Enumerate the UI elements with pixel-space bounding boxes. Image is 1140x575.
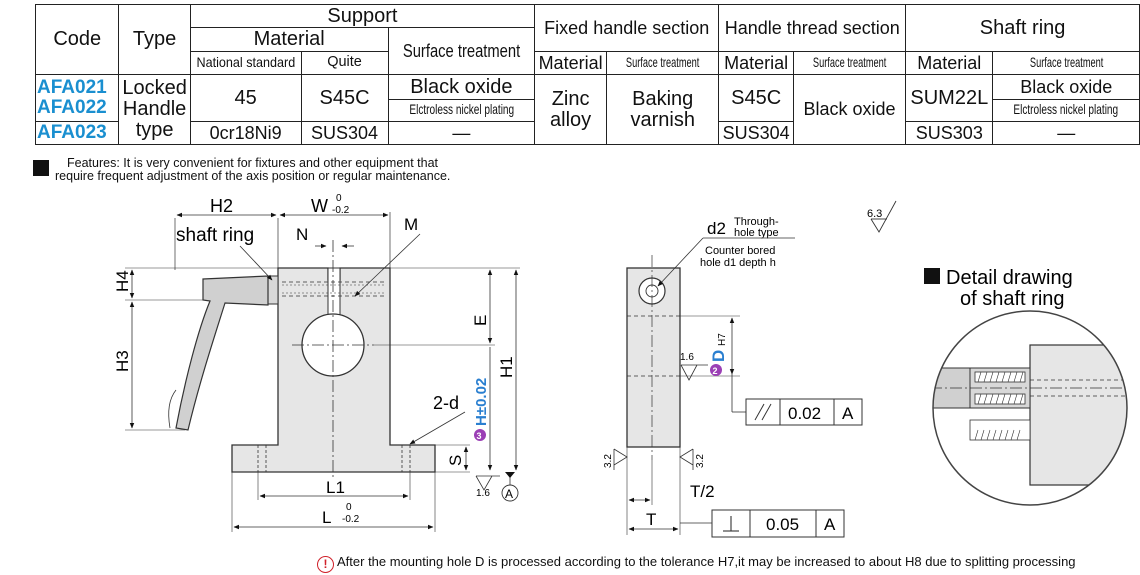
- warning-circle-icon: !: [317, 556, 334, 573]
- svg-text:1.6: 1.6: [680, 352, 694, 363]
- row2-ring-surface: —: [992, 121, 1140, 145]
- svg-text:D: D: [709, 350, 728, 362]
- header-fixed-handle: Fixed handle section: [534, 4, 720, 52]
- side-view: d2 Through- hole type Counter bored hole…: [603, 200, 897, 538]
- ring-material-value: SUM22L: [905, 74, 994, 122]
- row2-quite: SUS304: [300, 121, 389, 145]
- processing-note-text: After the mounting hole D is processed a…: [337, 554, 1076, 569]
- svg-text:H3: H3: [113, 350, 132, 372]
- svg-text:d2: d2: [707, 219, 726, 238]
- header-shaft-ring: Shaft ring: [905, 4, 1140, 52]
- row1-surface-b: Elctroless nickel plating: [387, 99, 536, 122]
- row1-national: 45: [189, 74, 302, 122]
- bullet-square-icon: [33, 160, 49, 176]
- svg-text:0.05: 0.05: [766, 515, 799, 534]
- header-surface: Surface treatment: [387, 27, 536, 75]
- svg-text:3: 3: [477, 431, 482, 441]
- ring-material-header: Material: [905, 51, 994, 75]
- svg-text:E: E: [471, 315, 490, 326]
- header-national: National standard: [189, 51, 302, 75]
- svg-text:H±0.02: H±0.02: [473, 378, 490, 426]
- code-cell: AFA021 AFA022: [34, 74, 120, 122]
- row2-ring-material: SUS303: [905, 121, 994, 145]
- svg-text:A: A: [824, 515, 836, 534]
- svg-text:2-d: 2-d: [433, 393, 459, 413]
- thread-surface-header: Surface treatment: [792, 51, 907, 75]
- svg-text:S: S: [446, 455, 465, 466]
- ring-surface-header: Surface treatment: [992, 51, 1140, 75]
- svg-text:shaft ring: shaft ring: [176, 225, 254, 246]
- svg-text:0.02: 0.02: [788, 404, 821, 423]
- row2-surface: —: [387, 121, 536, 145]
- row2-thread-material: SUS304: [718, 121, 794, 145]
- features-line-2: require frequent adjustment of the axis …: [55, 169, 451, 183]
- svg-text:Through-: Through-: [734, 216, 779, 228]
- svg-text:A: A: [842, 404, 854, 423]
- svg-text:3.2: 3.2: [695, 454, 706, 468]
- detail-drawing: Detail drawing of shaft ring: [924, 267, 1128, 506]
- svg-text:0: 0: [346, 502, 352, 513]
- svg-text:hole type: hole type: [734, 227, 779, 239]
- fixed-surface-value: Baking varnish: [606, 74, 720, 145]
- svg-text:Counter bored: Counter bored: [705, 245, 775, 257]
- header-quite: Quite: [300, 51, 389, 75]
- svg-text:H4: H4: [113, 270, 132, 292]
- header-type: Type: [118, 4, 191, 75]
- svg-text:hole d1 depth h: hole d1 depth h: [700, 257, 776, 269]
- svg-text:T/2: T/2: [690, 482, 715, 501]
- svg-text:H7: H7: [717, 333, 728, 346]
- svg-text:L: L: [322, 508, 331, 527]
- svg-text:6.3: 6.3: [867, 208, 882, 220]
- spec-table: Code Type Support Fixed handle section H…: [34, 4, 1140, 145]
- locking-handle: [175, 275, 269, 431]
- features-line-1: Features: It is very convenient for fixt…: [67, 156, 439, 170]
- svg-text:A: A: [505, 487, 513, 501]
- svg-text:0: 0: [336, 193, 342, 204]
- svg-text:3.2: 3.2: [603, 454, 614, 468]
- thread-surface-value: Black oxide: [792, 74, 907, 145]
- svg-text:N: N: [296, 225, 308, 244]
- thread-material-header: Material: [718, 51, 794, 75]
- fixed-material-header: Material: [534, 51, 608, 75]
- svg-text:1.6: 1.6: [476, 488, 490, 499]
- svg-text:Detail drawing: Detail drawing: [946, 267, 1073, 289]
- header-code: Code: [34, 4, 120, 75]
- svg-text:T: T: [646, 510, 656, 529]
- code-afa023: AFA023: [34, 121, 120, 145]
- type-cell: Locked Handle type: [118, 74, 191, 145]
- fixed-surface-header: Surface treatment: [606, 51, 720, 75]
- code-afa022: AFA022: [37, 97, 107, 118]
- svg-text:W: W: [311, 196, 328, 216]
- svg-text:H2: H2: [210, 196, 233, 216]
- row1-surface-a: Black oxide: [387, 74, 536, 100]
- svg-text:L1: L1: [326, 478, 345, 497]
- processing-note: !After the mounting hole D is processed …: [317, 554, 1076, 573]
- svg-text:M: M: [404, 215, 418, 234]
- row1-quite: S45C: [300, 74, 389, 122]
- svg-text:-0.2: -0.2: [342, 514, 360, 525]
- svg-text:-0.2: -0.2: [332, 205, 350, 216]
- header-material: Material: [189, 27, 389, 52]
- ring-surface-b: Elctroless nickel plating: [992, 99, 1140, 122]
- code-afa021: AFA021: [37, 77, 107, 99]
- svg-text:H1: H1: [497, 356, 516, 378]
- row2-national: 0cr18Ni9: [189, 121, 302, 145]
- svg-text:of shaft ring: of shaft ring: [960, 288, 1065, 310]
- front-view: H2 W 0 -0.2 M shaft ring N H4 H3 E H1 2-…: [113, 193, 520, 532]
- svg-text:2: 2: [713, 366, 718, 376]
